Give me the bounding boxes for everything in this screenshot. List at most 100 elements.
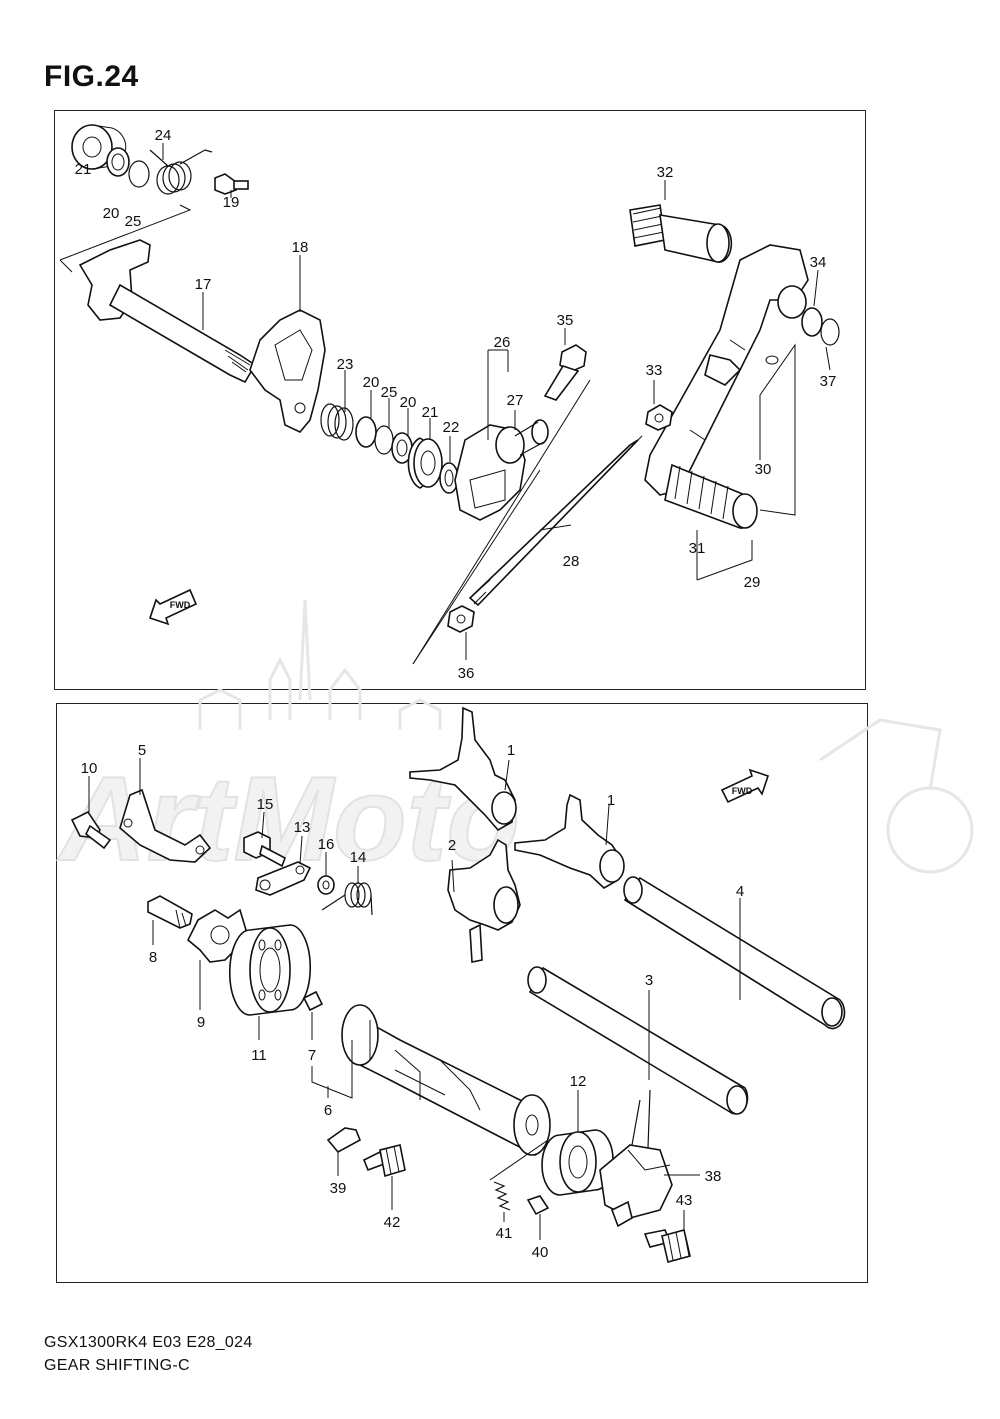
part-42-screw [362, 1144, 406, 1178]
panel-gearshift-cam-assembly [56, 703, 868, 1283]
part-13-gearshift-stopper [255, 861, 312, 896]
callout-41: 41 [496, 1225, 513, 1242]
part-1-shift-fork-a [409, 706, 517, 832]
callout-1a: 1 [507, 742, 515, 759]
part-3-fork-shaft-short [527, 966, 749, 1115]
callout-28: 28 [563, 553, 580, 570]
callout-8: 8 [149, 949, 157, 966]
callout-27: 27 [507, 392, 524, 409]
callout-33: 33 [646, 362, 663, 379]
part-36-nut-bottom [447, 605, 475, 633]
callout-42: 42 [384, 1214, 401, 1231]
callout-40: 40 [532, 1244, 549, 1261]
callout-20c: 20 [400, 394, 417, 411]
callout-5: 5 [138, 742, 146, 759]
part-7-pin [302, 990, 324, 1012]
callout-1b: 1 [607, 792, 615, 809]
part-25-circlip-top [128, 160, 150, 188]
part-38-gear-position-switch [599, 1089, 673, 1228]
part-41-spring-40-pin [493, 1181, 550, 1216]
callout-15: 15 [257, 796, 274, 813]
part-39-clip [326, 1127, 362, 1154]
part-10-screw [70, 810, 112, 850]
callout-19: 19 [223, 194, 240, 211]
part-16-washer [317, 875, 335, 895]
callout-9: 9 [197, 1014, 205, 1031]
callout-34: 34 [810, 254, 827, 271]
model-code: GSX1300RK4 E03 E28_024 [44, 1334, 253, 1351]
callout-21: 21 [75, 161, 92, 178]
callout-13: 13 [294, 819, 311, 836]
part-21-bearing-mid [407, 437, 443, 489]
part-18-cam-plate [249, 309, 326, 433]
callout-17: 17 [195, 276, 212, 293]
callout-10: 10 [81, 760, 98, 777]
callout-20: 20 [103, 205, 120, 222]
part-15-bolt [243, 831, 286, 868]
fwd-label-bottom: FWD [732, 786, 753, 796]
part-12-bearing-bottom [541, 1129, 614, 1196]
part-17-gearshift-shaft [78, 239, 257, 384]
part-6-gearshift-cam [341, 1004, 551, 1156]
part-26-gearshift-arm [454, 419, 549, 521]
fwd-label-top: FWD [170, 600, 191, 610]
callout-4: 4 [736, 883, 744, 900]
callout-31: 31 [689, 540, 706, 557]
callout-29: 29 [744, 574, 761, 591]
callouts-bottom: 10 5 1 1 15 13 16 14 2 4 8 9 3 11 7 6 12… [81, 742, 745, 1261]
callout-18: 18 [292, 239, 309, 256]
part-11-bearing [229, 924, 311, 1016]
part-33-nut-top [645, 404, 673, 431]
callout-39: 39 [330, 1180, 347, 1197]
part-28-shift-rod [468, 435, 643, 607]
diagram-name: GEAR SHIFTING-C [44, 1357, 190, 1374]
callout-14: 14 [350, 849, 367, 866]
callout-26: 26 [494, 334, 511, 351]
callout-20b: 20 [363, 374, 380, 391]
part-43-screw [643, 1229, 691, 1263]
part-29-gearshift-lever [644, 244, 809, 529]
callout-30: 30 [755, 461, 772, 478]
fwd-arrow-bottom: FWD [720, 768, 770, 804]
part-14-spring [321, 882, 373, 916]
panel-shift-shaft-assembly [54, 110, 866, 690]
callout-12: 12 [570, 1073, 587, 1090]
callout-3: 3 [645, 972, 653, 989]
callout-6: 6 [324, 1102, 332, 1119]
callout-25b: 25 [381, 384, 398, 401]
callout-35: 35 [557, 312, 574, 329]
leader-lines-bottom [88, 758, 741, 1240]
part-32-shift-lever-bolt [629, 204, 733, 263]
callout-2: 2 [448, 837, 456, 854]
part-1-shift-fork-b [514, 793, 625, 889]
part-5-stopper-plate [119, 788, 212, 863]
part-4-fork-shaft-long [623, 876, 846, 1030]
callout-24: 24 [155, 127, 172, 144]
callout-32: 32 [657, 164, 674, 181]
part-20-25-20-washer-set [355, 416, 413, 464]
figure-title: FIG.24 [44, 60, 139, 93]
callout-7: 7 [308, 1047, 316, 1064]
callout-43: 43 [676, 1192, 693, 1209]
callout-25: 25 [125, 213, 142, 230]
part-24-return-spring [149, 149, 213, 195]
callout-22: 22 [443, 419, 460, 436]
callout-16: 16 [318, 836, 335, 853]
callout-23: 23 [337, 356, 354, 373]
part-19-bolt [214, 173, 249, 195]
part-2-shift-fork-c [447, 838, 521, 963]
part-35-bolt [543, 344, 587, 401]
callout-36: 36 [458, 665, 475, 682]
callouts-top: 24 21 20 25 19 32 17 18 35 26 34 33 23 2… [75, 127, 837, 682]
part-8-pin [147, 895, 193, 929]
part-20-washer-top [106, 147, 130, 177]
callout-37: 37 [820, 373, 837, 390]
part-23-spring [320, 403, 354, 441]
callout-38: 38 [705, 1168, 722, 1185]
callout-21b: 21 [422, 404, 439, 421]
fwd-arrow-top: FWD [148, 588, 198, 626]
leader-lines-top [59, 143, 831, 665]
part-34-washer-37-circlip [801, 307, 840, 346]
